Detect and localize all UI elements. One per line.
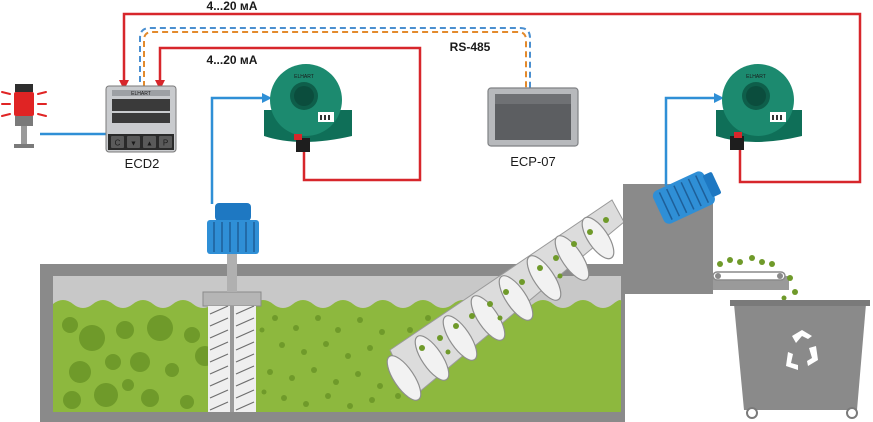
label-ecp07: ECP-07 bbox=[510, 154, 556, 169]
current-sensor-2: ELHART bbox=[716, 64, 802, 150]
key-p: P bbox=[163, 139, 168, 148]
screw-conveyor bbox=[386, 199, 625, 401]
key-down: ▼ bbox=[130, 141, 137, 148]
sensor-wires bbox=[40, 93, 724, 204]
key-up: ▲ bbox=[146, 141, 153, 148]
screen-filter bbox=[202, 252, 262, 412]
label-rs485: RS-485 bbox=[450, 40, 491, 54]
current-sensor-1: ELHART bbox=[264, 64, 352, 152]
conveyor-flights bbox=[386, 216, 615, 401]
panel-ecp07 bbox=[487, 87, 579, 147]
alarm-light bbox=[1, 84, 47, 148]
motor-conveyor bbox=[652, 171, 721, 224]
solids-large bbox=[62, 315, 215, 409]
label-ecd2: ECD2 bbox=[125, 156, 160, 171]
motor-filter bbox=[207, 203, 259, 254]
belt-conveyor bbox=[712, 255, 798, 301]
waste-bin bbox=[730, 300, 870, 419]
sensor-2-brand: ELHART bbox=[746, 74, 766, 80]
controller-ecd2: ELHART C ▼ ▲ P bbox=[105, 85, 177, 153]
conveyor-solids bbox=[419, 217, 609, 355]
controller-keypad: C ▼ ▲ P bbox=[111, 136, 172, 148]
signal-wires bbox=[119, 12, 862, 184]
sensor-1-brand: ELHART bbox=[294, 74, 314, 80]
label-signal-top: 4...20 мА bbox=[207, 0, 258, 13]
rs485-bus bbox=[139, 27, 531, 92]
recycle-icon bbox=[786, 330, 818, 370]
controller-brand: ELHART bbox=[131, 91, 151, 97]
solids-small bbox=[259, 315, 449, 409]
key-c: C bbox=[115, 139, 121, 148]
label-signal-mid: 4...20 мА bbox=[207, 53, 258, 67]
